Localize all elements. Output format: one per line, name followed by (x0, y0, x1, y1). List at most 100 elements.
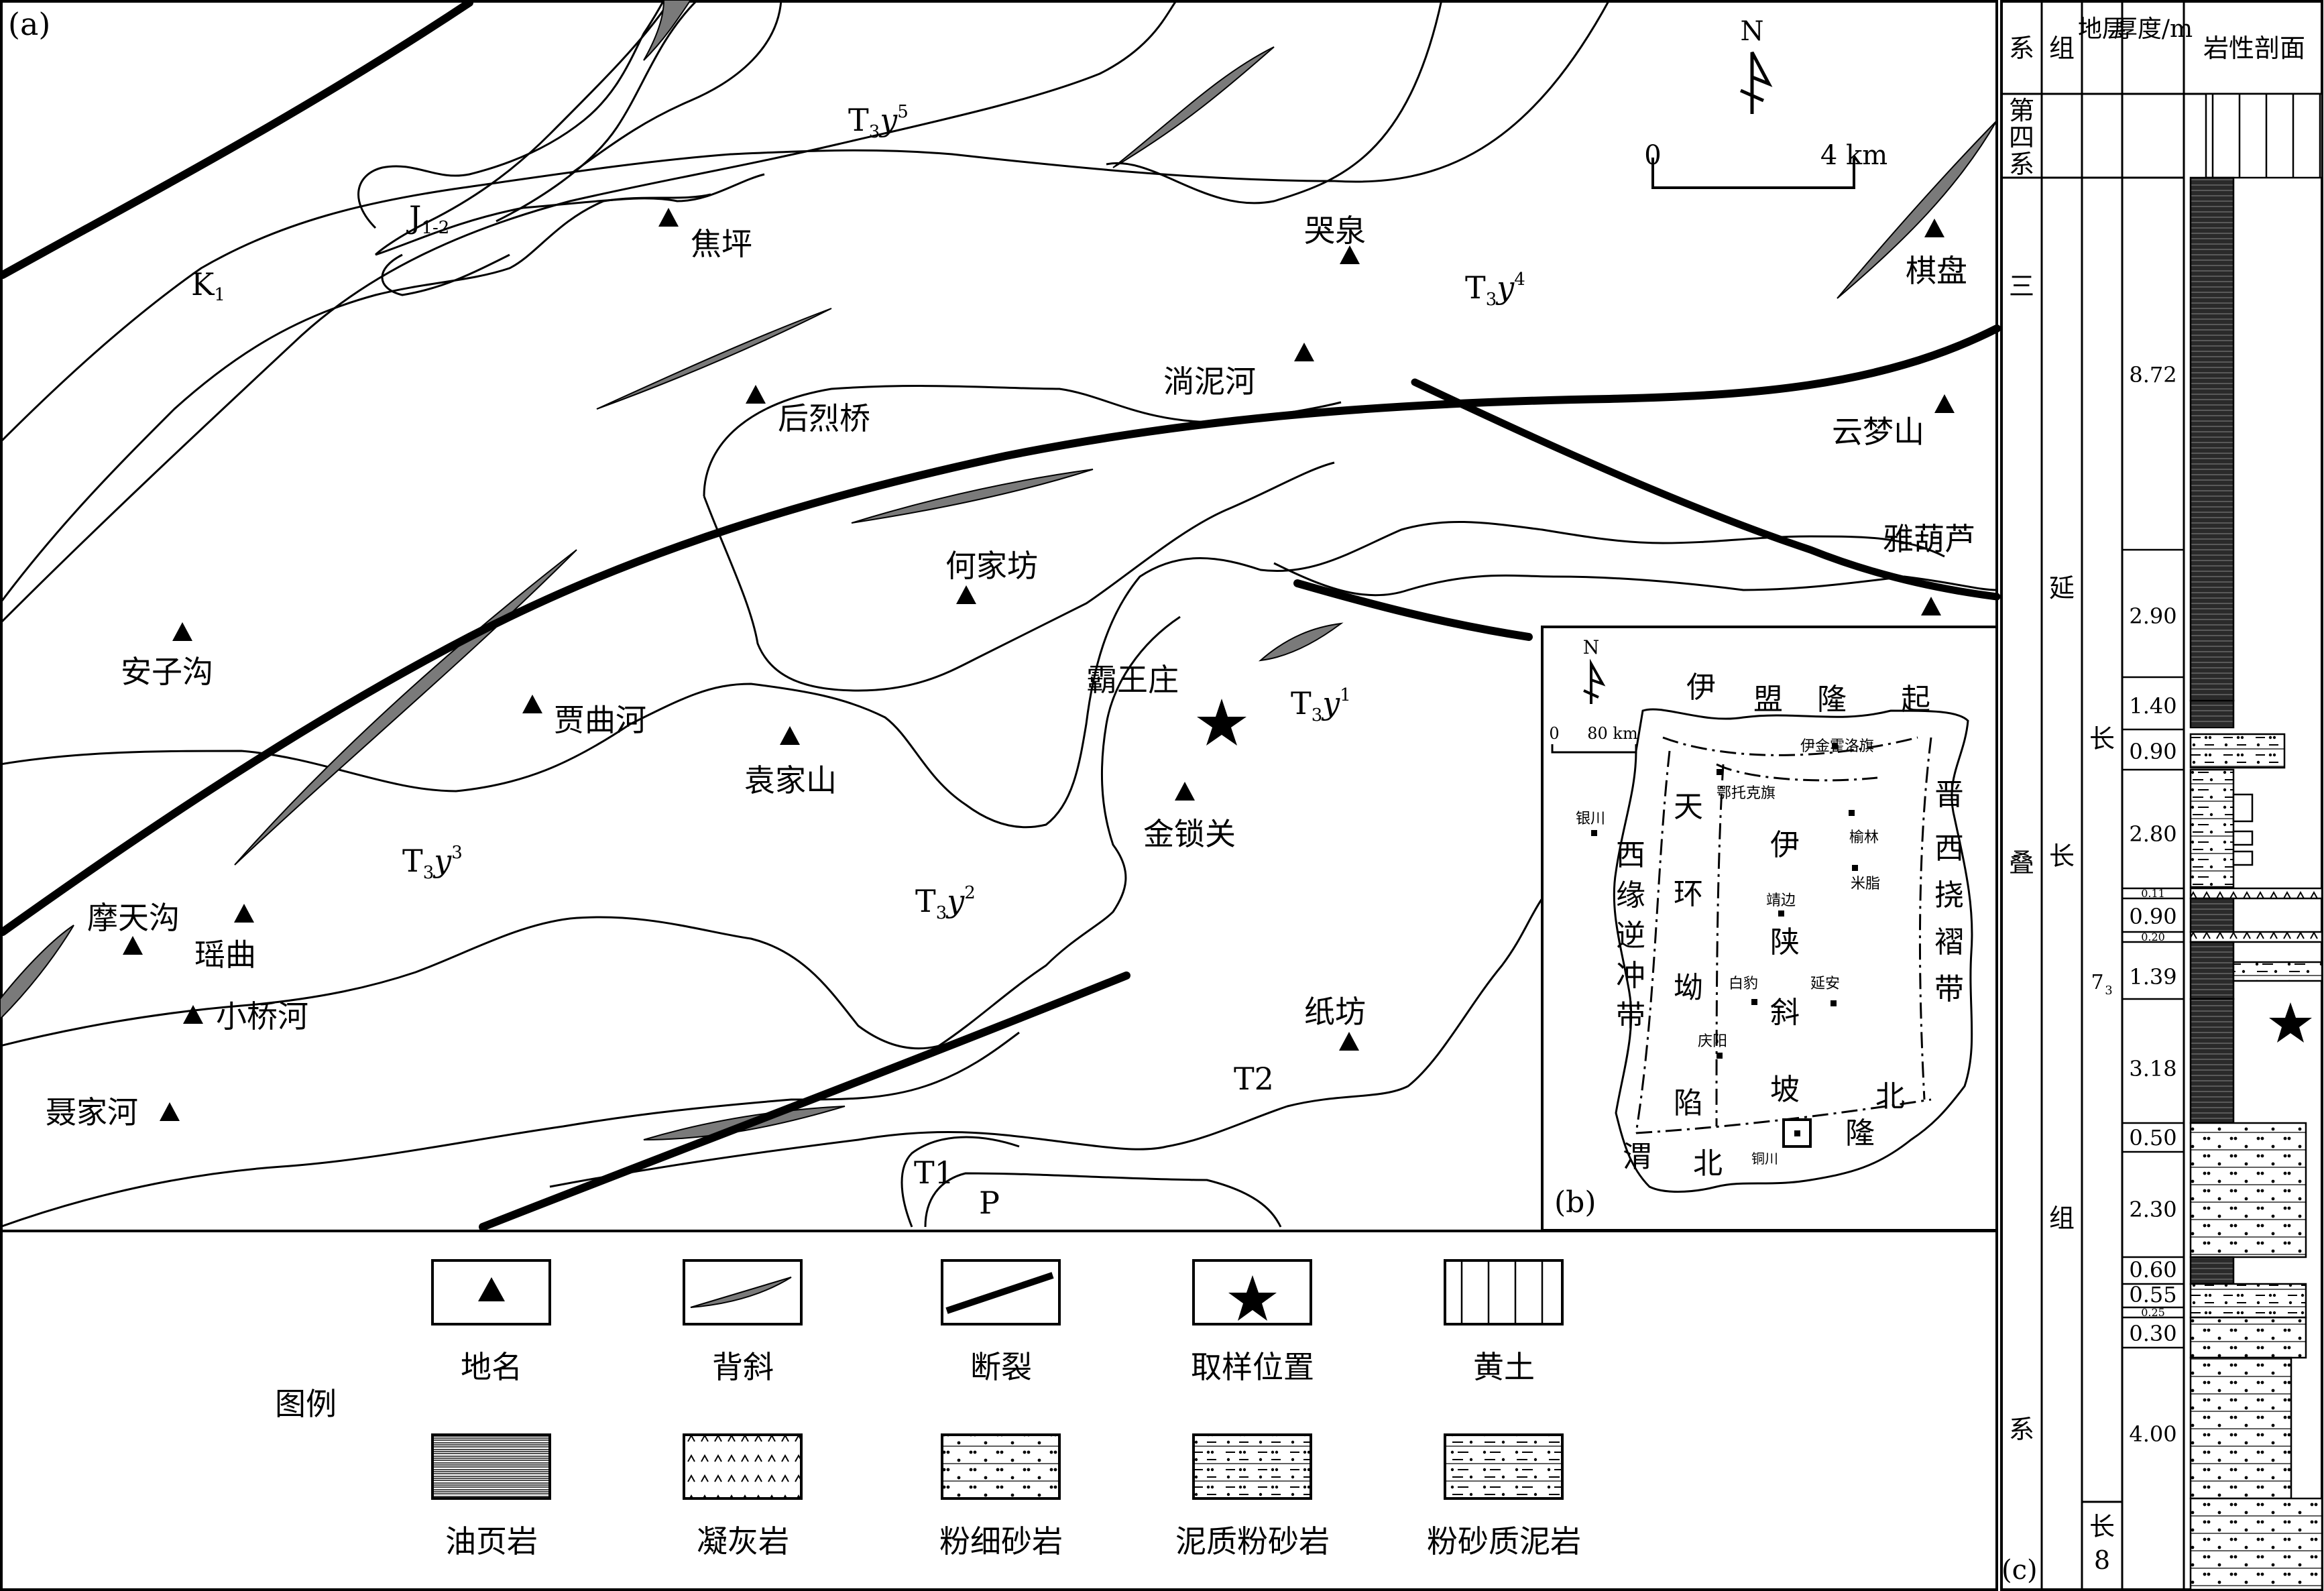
stratum-T3y3: T3y3 (402, 843, 463, 883)
region-char: 陷 (1674, 1086, 1703, 1120)
chang8-char: 长 (2089, 1512, 2115, 1541)
thickness: 0.60 (2129, 1257, 2176, 1283)
north-label: N (1741, 16, 1764, 47)
inset-scale-end: 80 km (1587, 724, 1638, 743)
thickness: 0.50 (2129, 1125, 2176, 1151)
stratum-T2: T2 (1234, 1061, 1274, 1097)
quaternary-char: 第 (2009, 96, 2034, 125)
place-markers (123, 208, 1955, 1121)
thickness: 3.18 (2129, 1056, 2176, 1081)
city-label: 靖边 (1766, 892, 1796, 909)
region-char: 伊 (1770, 828, 1800, 862)
place-marker-houlieqiao (746, 385, 766, 404)
column-headers: 系 组 地层 厚度/m 岩性剖面 (2009, 15, 2305, 63)
header-member: 地层 (2078, 15, 2126, 43)
chang7-label: 长 (2089, 724, 2115, 754)
city-label: 米脂 (1851, 876, 1880, 892)
legend-label: 油页岩 (445, 1523, 538, 1559)
anticline (1258, 622, 1344, 662)
chang8-char: 8 (2094, 1545, 2110, 1575)
place-marker-anzigou (172, 622, 192, 641)
legend-item-anticline: 背斜 (683, 1259, 803, 1385)
panel-label-a: (a) (8, 6, 50, 42)
region-char: 褶 (1934, 925, 1964, 959)
legend-item-sample: 取样位置 (1191, 1259, 1314, 1385)
place-marker-yuanjiashan (780, 726, 800, 745)
thickness-values: 8.72 2.90 1.40 0.90 2.80 0.11 0.90 0.20 … (2129, 362, 2176, 1447)
triassic-char: 三 (2009, 272, 2034, 301)
north-arrow-icon (1739, 51, 1773, 114)
header-system: 系 (2009, 34, 2034, 63)
region-char: 晋 (1934, 778, 1964, 812)
scale-start: 0 (1644, 140, 1661, 171)
legend-label: 泥质粉砂岩 (1175, 1523, 1330, 1559)
inset-north-label: N (1583, 636, 1600, 658)
inset-cities: 伊金霍洛旗 鄂托克旗 银川 榆林 米脂 靖边 白豹 延安 庆阳 铜川 (1576, 738, 1880, 1167)
region-char: 带 (1934, 972, 1964, 1006)
stratum-T3y5: T3y5 (848, 102, 909, 142)
legend-item-silty-mudstone: 粉砂质泥岩 (1427, 1433, 1581, 1559)
panel-label-b: (b) (1554, 1185, 1596, 1220)
legend-item-fault: 断裂 (941, 1259, 1061, 1385)
place-houlieqiao: 后烈桥 (778, 400, 870, 436)
place-niejiahe: 聂家河 (46, 1094, 138, 1130)
study-area-box (1782, 1118, 1812, 1148)
fault (1411, 378, 2001, 601)
place-jiaquhe: 贾曲河 (554, 702, 646, 738)
place-marker-kuquan (1340, 245, 1360, 264)
place-qipan: 棋盘 (1906, 253, 1967, 289)
legend-item-loess: 黄土 (1444, 1259, 1564, 1385)
header-lithology: 岩性剖面 (2203, 34, 2305, 63)
stratum-T3y2: T3y2 (915, 883, 976, 923)
thickness: 1.40 (2129, 693, 2176, 719)
place-marker-qipan (1924, 219, 1944, 237)
place-marker-yaoqu (234, 904, 254, 923)
stratum-P: P (979, 1185, 1000, 1221)
place-anzigou: 安子沟 (121, 654, 213, 690)
place-yaoqu: 瑶曲 (194, 937, 256, 973)
place-marker-jinsuoguan (1175, 782, 1195, 801)
region-char: 环 (1674, 877, 1703, 911)
thickness: 2.80 (2129, 821, 2176, 847)
inset-scale: 0 80 km (1549, 724, 1638, 754)
anticline (851, 469, 1094, 524)
region-char: 西 (1616, 838, 1645, 872)
region-char: 伊 (1686, 670, 1716, 705)
region-char: 盟 (1753, 683, 1783, 717)
region-char: 隆 (1817, 683, 1847, 717)
thickness: 0.11 (2141, 887, 2165, 900)
legend-label: 断裂 (970, 1349, 1032, 1385)
legend-label: 黄土 (1473, 1349, 1535, 1385)
region-char: 逆 (1616, 919, 1645, 953)
thickness: 2.90 (2129, 603, 2176, 629)
region-char: 缘 (1616, 878, 1645, 912)
anticline (596, 308, 832, 410)
panel-label-c: (c) (2001, 1555, 2038, 1586)
place-yahulu: 雅葫芦 (1883, 521, 1975, 557)
formation-boundaries (0, 0, 1997, 1228)
inset-north: N (1583, 636, 1606, 704)
anticline (1112, 46, 1275, 168)
inset-map-b: N 0 80 km 伊 盟 隆 起 天 伊 陕 斜 坡 环 坳 陷 西 缘 逆 … (1541, 626, 1998, 1232)
place-jiaoping: 焦坪 (691, 226, 752, 262)
region-char: 北 (1875, 1079, 1905, 1114)
anticline-icon (690, 1277, 792, 1308)
place-names: 焦坪 哭泉 棋盘 后烈桥 淌泥河 云梦山 雅葫芦 何家坊 安子沟 贾曲河 霸王庄… (46, 213, 1975, 1130)
region-char: 西 (1934, 831, 1964, 866)
legend-label: 背斜 (712, 1349, 774, 1385)
scale-end: 4 km (1820, 140, 1887, 171)
scale-bar: 0 4 km (1644, 140, 1887, 189)
place-marker-woniehe (1294, 343, 1314, 361)
thickness: 8.72 (2129, 362, 2176, 388)
header-formation: 组 (2049, 34, 2075, 63)
fault (0, 325, 2001, 936)
lithology-section (2189, 93, 2323, 1591)
place-marker-yahulu (1921, 597, 1941, 615)
anticline (1837, 120, 1997, 299)
legend: 图例 地名 背斜 断裂 取样位置 黄土 油页岩 (0, 1230, 1998, 1591)
region-char: 挠 (1934, 878, 1964, 912)
city-label: 榆林 (1849, 829, 1879, 846)
city-label: 伊金霍洛旗 (1800, 738, 1874, 755)
column-sample-star (2269, 1002, 2312, 1043)
